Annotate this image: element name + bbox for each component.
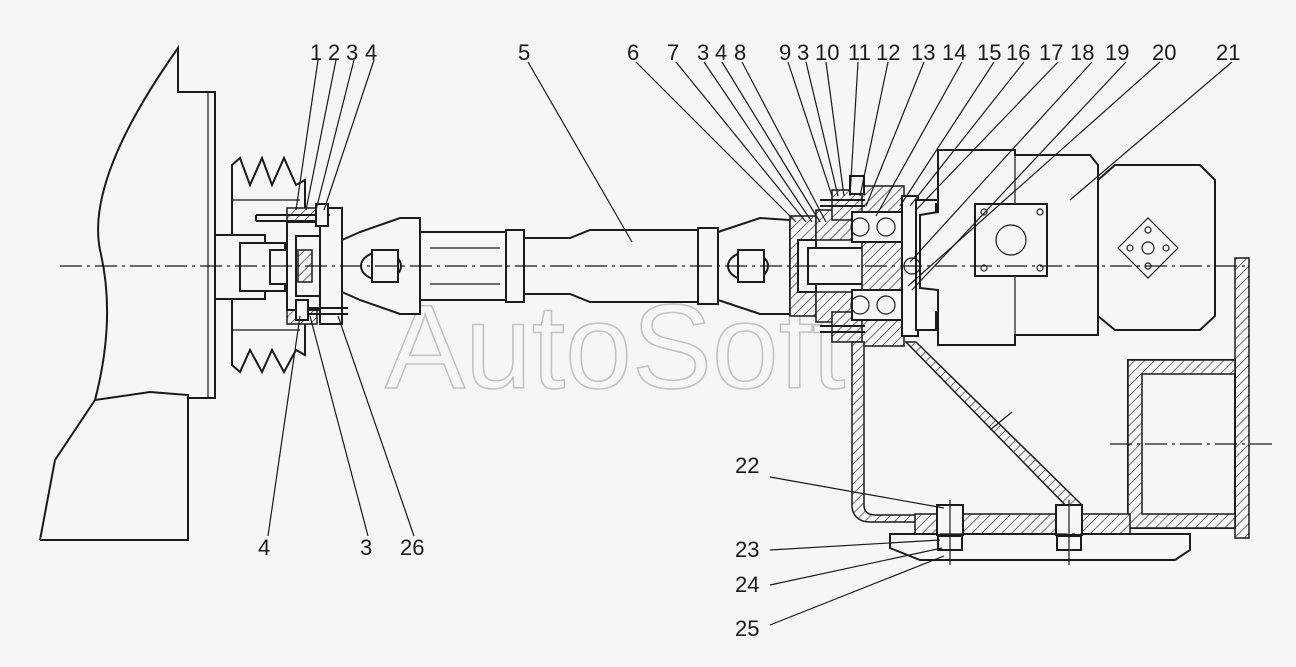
callout-21: 21	[1216, 40, 1240, 65]
callout-26: 26	[400, 535, 424, 560]
callout-3-bottom: 3	[360, 535, 372, 560]
callout-17: 17	[1039, 40, 1063, 65]
callout-4: 4	[365, 40, 377, 65]
callout-5: 5	[518, 40, 530, 65]
callout-19: 19	[1105, 40, 1129, 65]
callout-2: 2	[328, 40, 340, 65]
compressor-body	[919, 149, 1216, 346]
callouts-bottom-left: 4 3 26	[258, 535, 424, 560]
callout-13: 13	[911, 40, 935, 65]
callout-1: 1	[310, 40, 322, 65]
callout-20: 20	[1152, 40, 1176, 65]
callout-9: 9	[779, 40, 791, 65]
callout-8: 8	[734, 40, 746, 65]
callout-22: 22	[735, 453, 759, 478]
callout-25: 25	[735, 616, 759, 641]
leader-lines	[267, 59, 1233, 626]
mounting-frame	[851, 257, 1250, 565]
engine-housing	[39, 44, 216, 541]
callout-12: 12	[876, 40, 900, 65]
callout-18: 18	[1070, 40, 1094, 65]
callouts-bottom-right: 22 23 24 25	[735, 453, 759, 641]
callout-4-bottom: 4	[258, 535, 270, 560]
callout-16: 16	[1006, 40, 1030, 65]
callout-3: 3	[346, 40, 358, 65]
callout-7: 7	[667, 40, 679, 65]
callout-4b: 4	[715, 40, 727, 65]
callout-6: 6	[627, 40, 639, 65]
callout-14: 14	[942, 40, 966, 65]
callout-3c: 3	[797, 40, 809, 65]
callout-10: 10	[815, 40, 839, 65]
callout-23: 23	[735, 537, 759, 562]
callouts-top-right: 6 7 3 4 8 9 3 10 11 12 13 14 15 16 17 18…	[627, 40, 1240, 65]
pulley	[214, 155, 306, 375]
callout-15: 15	[977, 40, 1001, 65]
callout-3b: 3	[697, 40, 709, 65]
callout-11: 11	[848, 40, 871, 65]
callout-24: 24	[735, 572, 759, 597]
callouts-top-left: 1 2 3 4	[310, 40, 377, 65]
